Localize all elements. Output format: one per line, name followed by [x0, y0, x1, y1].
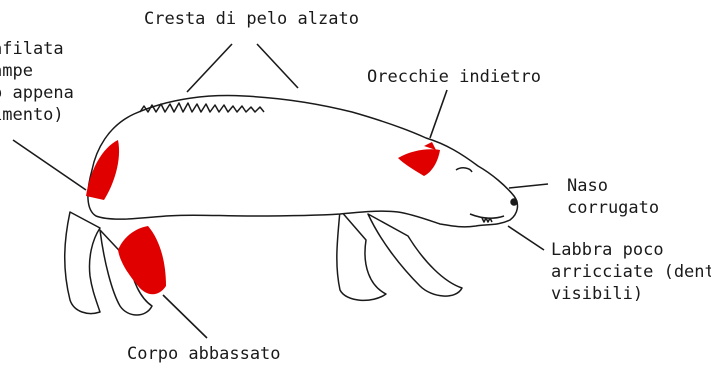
- label-lips: Labbra poco arricciate (denti visibili): [551, 239, 711, 305]
- leader-nose: [508, 183, 549, 189]
- leader-tail: [12, 139, 87, 191]
- label-ears: Orecchie indietro: [367, 67, 541, 87]
- label-tail-line: afilata: [0, 39, 64, 59]
- label-body: Corpo abbassato: [127, 344, 281, 364]
- wolf-front-leg-2: [367, 213, 463, 297]
- leader-crest-left: [186, 43, 233, 93]
- label-lips-line: Labbra poco: [551, 240, 664, 260]
- label-lips-line: visibili): [551, 284, 644, 304]
- wolf-front-leg: [336, 209, 387, 302]
- wolf-fur-crest: [139, 102, 265, 113]
- wolf-teeth: [481, 217, 493, 223]
- leader-crest-right: [256, 43, 299, 89]
- label-lips-line: arricciate (denti: [551, 262, 711, 282]
- label-nose-line: Naso: [567, 176, 608, 196]
- highlight-areas: [86, 140, 440, 295]
- leader-ears: [429, 89, 448, 139]
- wolf-nose-tip: [510, 198, 518, 206]
- leader-lips: [507, 225, 545, 251]
- highlight-tail: [86, 140, 120, 200]
- label-nose-line: corrugato: [567, 198, 660, 218]
- highlight-leg: [118, 226, 166, 295]
- wolf-torso: [87, 94, 519, 228]
- wolf-hind-leg: [64, 211, 101, 315]
- highlight-ear: [398, 149, 440, 176]
- highlight-ear-tip: [424, 142, 436, 150]
- label-tail-line: o appena: [0, 83, 74, 103]
- wolf-hind-leg-2: [99, 229, 153, 316]
- leader-body: [162, 294, 208, 339]
- wolf-figure: [64, 94, 519, 316]
- label-nose: Naso corrugato: [567, 175, 659, 219]
- label-crest: Cresta di pelo alzato: [144, 9, 359, 29]
- wolf-eye: [455, 167, 473, 173]
- label-tail-line: imento): [0, 105, 64, 125]
